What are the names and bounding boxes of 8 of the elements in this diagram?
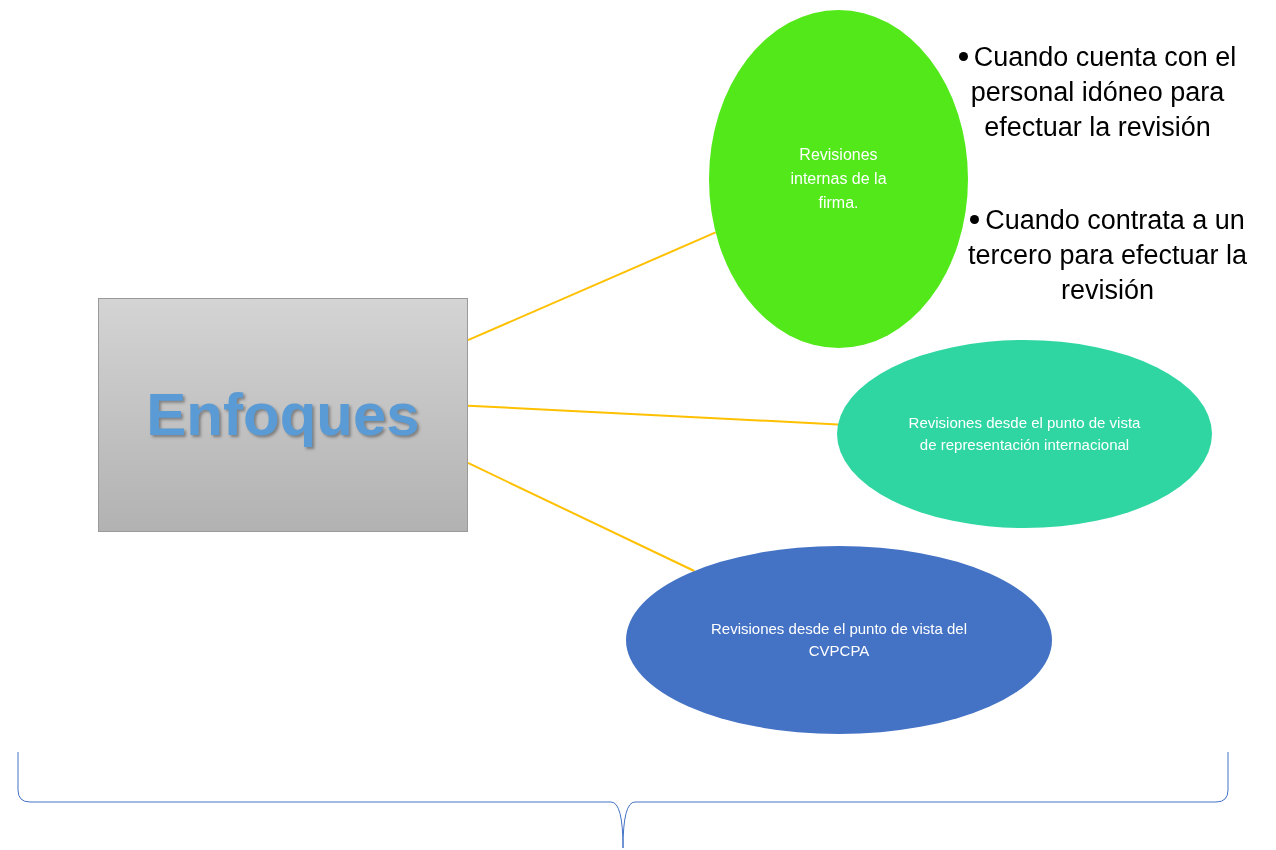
connector-line xyxy=(467,231,717,342)
connector-line xyxy=(467,404,839,426)
node-text: Revisiones desde el punto de vista del CVPCPA xyxy=(710,618,968,661)
title-box xyxy=(98,298,468,532)
connector-line xyxy=(467,461,696,572)
node-text: Revisiones desde el punto de vista de representación internacional xyxy=(907,412,1142,455)
node-text: Revisiones internas de la firma. xyxy=(789,145,888,213)
heading-text: Enfoques xyxy=(146,380,420,450)
